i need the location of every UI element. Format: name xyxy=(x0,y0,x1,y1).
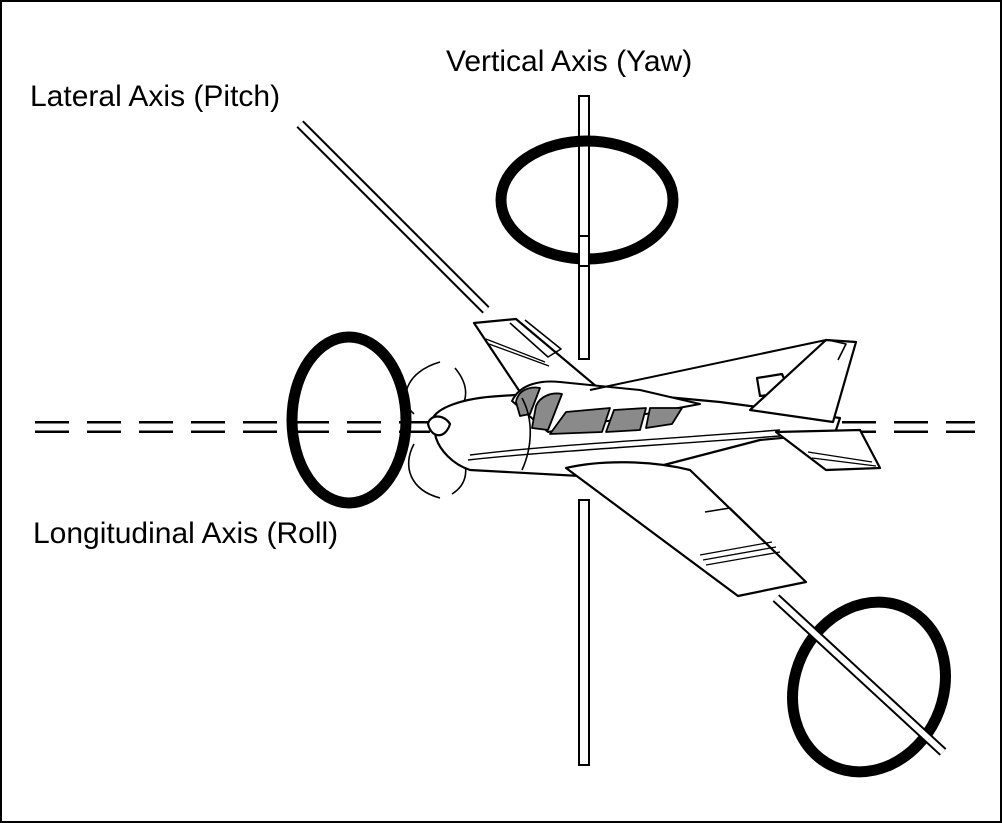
near-wing xyxy=(564,461,808,598)
lateral-axis-label: Lateral Axis (Pitch) xyxy=(30,80,281,113)
vertical-fin xyxy=(748,338,858,424)
longitudinal-axis-label: Longitudinal Axis (Roll) xyxy=(33,517,339,550)
near-stabilizer xyxy=(774,428,882,472)
lateral-axis-line-lower xyxy=(772,594,947,756)
cockpit-windows xyxy=(515,386,683,435)
roll-rotation-ring xyxy=(286,331,412,509)
vertical-axis-line xyxy=(578,95,590,766)
propeller-spinner xyxy=(426,415,452,437)
vertical-axis-label: Vertical Axis (Yaw) xyxy=(446,45,693,78)
airplane xyxy=(405,317,882,598)
pitch-rotation-ring xyxy=(787,596,951,778)
dorsal-fin xyxy=(589,339,827,391)
lateral-axis-line-upper xyxy=(296,120,490,314)
